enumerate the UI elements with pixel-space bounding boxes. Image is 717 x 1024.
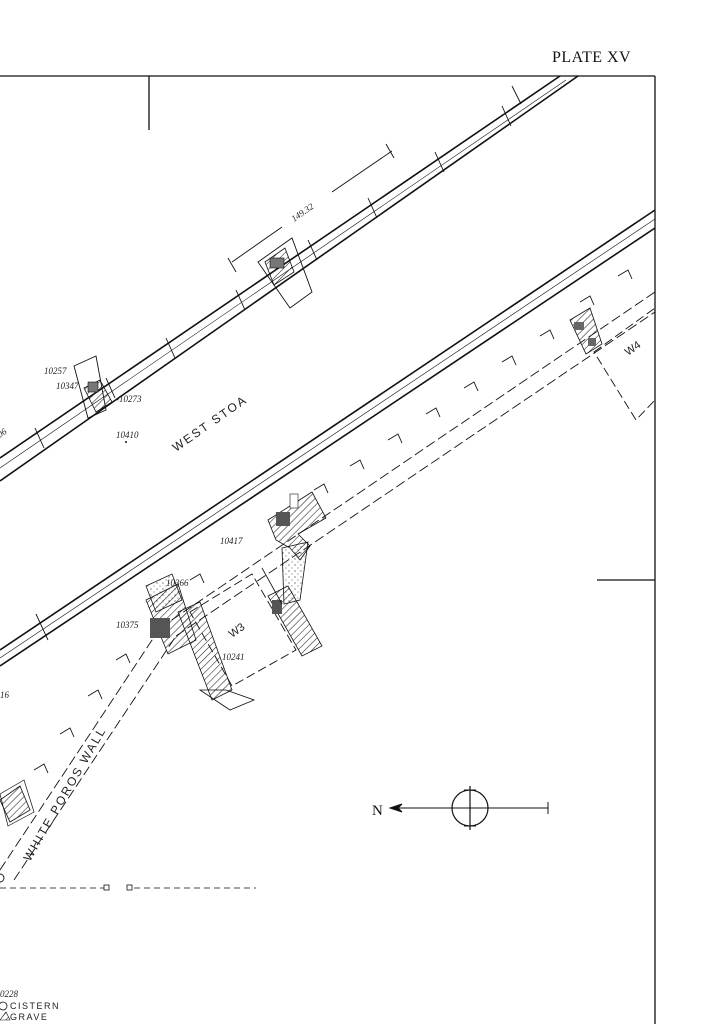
elev-10410-point xyxy=(125,441,127,443)
boundary-marker-2 xyxy=(126,884,133,891)
poros-wall-block xyxy=(0,779,35,827)
elev-10347: 10347 xyxy=(56,381,79,391)
grave-symbol xyxy=(0,1011,11,1021)
elev-10410: 10410 xyxy=(116,430,139,440)
north-label: N xyxy=(372,803,383,819)
w3-foundation xyxy=(145,491,327,711)
elev-10366: 10366 xyxy=(166,578,189,588)
plate-frame xyxy=(0,75,656,1024)
colonnade-foundation xyxy=(0,291,656,881)
elev-10241: 10241 xyxy=(222,652,245,662)
dimension-149-32: 149.32 xyxy=(289,201,315,224)
poros-wall-end-marker xyxy=(0,873,5,883)
elev-10417: 10417 xyxy=(220,536,243,546)
elev-10375: 10375 xyxy=(116,620,139,630)
west-stoa-front xyxy=(0,209,656,667)
w4-foundation xyxy=(569,307,656,421)
elev-10273: -10273 xyxy=(116,394,142,404)
cistern-symbol xyxy=(0,1001,8,1011)
stoa-pier-block xyxy=(73,355,113,419)
white-poros-wall-label: WHITE POROS WALL xyxy=(20,724,109,863)
w4-label: W4 xyxy=(623,339,643,358)
boundary-marker-1 xyxy=(103,884,110,891)
north-arrow xyxy=(388,786,549,830)
colonnade-footings xyxy=(33,269,633,774)
cistern-label: CISTERN xyxy=(10,1001,60,1011)
grave-label: GRAVE xyxy=(10,1012,48,1022)
plate-title: PLATE XV xyxy=(552,49,632,66)
elev-0228: 0228 xyxy=(0,989,19,999)
west-stoa-label: WEST STOA xyxy=(170,392,250,454)
back-wall-ticks xyxy=(34,85,522,449)
dimension-line xyxy=(227,143,395,273)
west-stoa-back-wall xyxy=(0,75,579,482)
w3-label: W3 xyxy=(227,621,247,640)
back-wall-block xyxy=(257,237,313,309)
elev-06: 06 xyxy=(0,426,9,440)
elev-16: 16 xyxy=(0,690,10,700)
elev-10257: 10257 xyxy=(44,366,67,376)
